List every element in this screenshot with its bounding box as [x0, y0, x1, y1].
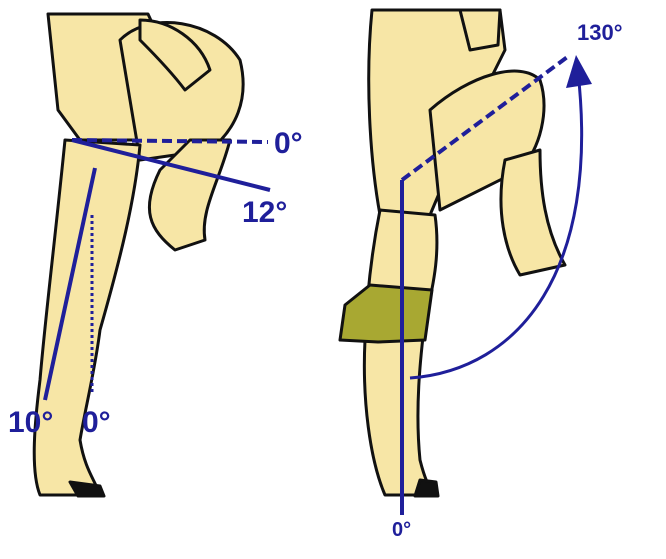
right-arm	[458, 8, 502, 52]
leg-tilt-line	[43, 167, 97, 401]
knee-pad	[338, 283, 434, 344]
thigh-dashed-line	[400, 53, 572, 182]
left-figure	[32, 12, 245, 498]
right-measure-lines	[400, 53, 592, 515]
label-flexion-max: 130°	[577, 20, 623, 45]
arc-arrowhead	[566, 55, 592, 88]
left-standing-leg	[32, 138, 142, 497]
label-leg-tilt: 10°	[8, 406, 53, 439]
label-flexion-start: 0°	[392, 519, 411, 541]
right-foot	[413, 478, 440, 498]
flexion-arc	[409, 71, 584, 380]
label-leg-vertical: 0°	[82, 406, 111, 439]
left-raised-shin	[147, 138, 232, 252]
right-raised-shin	[499, 148, 567, 277]
label-hip-horizontal: 0°	[274, 127, 303, 160]
left-foot	[68, 480, 106, 498]
label-hip-tilt: 12°	[242, 196, 287, 229]
left-arm	[138, 18, 212, 92]
hip-tilt-line	[71, 138, 271, 192]
right-figure	[338, 8, 567, 498]
left-measure-lines	[43, 138, 271, 401]
hip-horizontal-dashed-line	[71, 138, 269, 144]
